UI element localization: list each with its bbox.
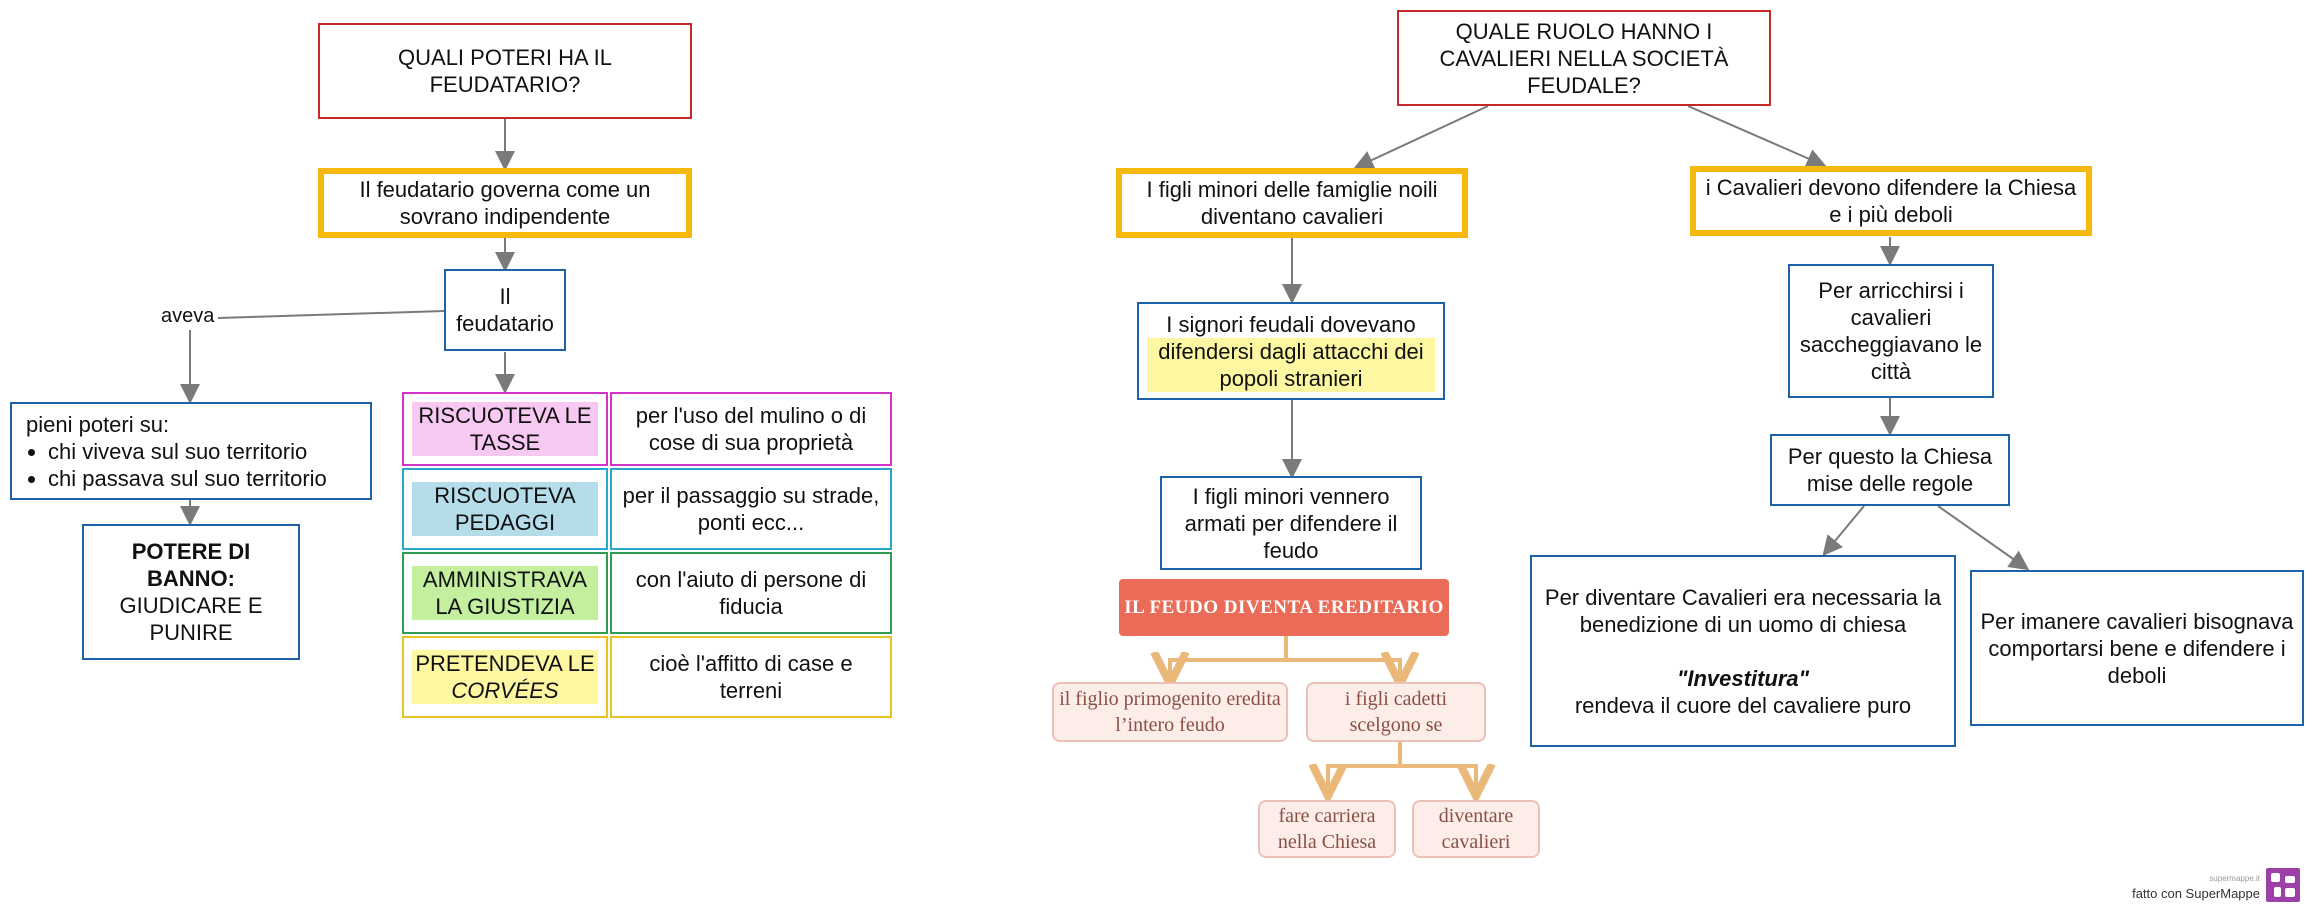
list-item: chi viveva sul suo territorio <box>48 438 327 465</box>
diventare-text: diventare cavalieri <box>1438 805 1514 853</box>
cavalieri-difendere-box: i Cavalieri devono difendere la Chiesa e… <box>1690 166 2092 236</box>
row-pedaggi-right: per il passaggio su strade, ponti ecc... <box>610 468 892 550</box>
tasse-label: RISCUOTEVA LE TASSE <box>412 402 598 456</box>
row-corvees-right: cioè l'affitto di case e terreni <box>610 636 892 718</box>
banno-text: GIUDICARE E PUNIRE <box>119 593 263 645</box>
carriera-chiesa-node: fare carriera nella Chiesa <box>1258 800 1396 858</box>
pieni-poteri-box: pieni poteri su: chi viveva sul suo terr… <box>10 402 372 500</box>
carriera-text: fare carriera nella Chiesa <box>1277 805 1377 853</box>
list-item: chi passava sul suo territorio <box>48 465 327 492</box>
row-corvees-left: PRETENDEVA LE CORVÉES <box>402 636 608 718</box>
question-cavalieri-box: QUALE RUOLO HANNO I CAVALIERI NELLA SOCI… <box>1397 10 1771 106</box>
connector <box>1937 505 2030 571</box>
figli-minori-box: I figli minori delle famiglie noili dive… <box>1116 168 1468 238</box>
cuore-text: rendeva il cuore del cavaliere puro <box>1574 692 1912 718</box>
regole-text: Per questo la Chiesa mise delle regole <box>1787 444 1993 496</box>
corvees-desc: cioè l'affitto di case e terreni <box>649 651 853 703</box>
row-giustizia-right: con l'aiuto di persone di fiducia <box>610 552 892 634</box>
primogenito-node: il figlio primogenito eredita l’intero f… <box>1052 682 1288 742</box>
figli-vennero-box: I figli minori vennero armati per difend… <box>1160 476 1422 570</box>
feudatario-governa-box: Il feudatario governa come un sovrano in… <box>318 168 692 238</box>
connector <box>1822 505 1865 557</box>
supermappe-logo-icon <box>2266 868 2300 902</box>
row-giustizia-left: AMMINISTRAVA LA GIUSTIZIA <box>402 552 608 634</box>
pieni-poteri-list: chi viveva sul suo territorio chi passav… <box>26 438 327 492</box>
giustizia-desc: con l'aiuto di persone di fiducia <box>635 567 867 619</box>
arricchirsi-box: Per arricchirsi i cavalieri saccheggiava… <box>1788 264 1994 398</box>
feudo-ereditario-banner: IL FEUDO DIVENTA EREDITARIO <box>1119 579 1449 636</box>
row-pedaggi-left: RISCUOTEVA PEDAGGI <box>402 468 608 550</box>
signori-text-b: difendersi dagli attacchi dei popoli str… <box>1147 337 1435 392</box>
regole-box: Per questo la Chiesa mise delle regole <box>1770 434 2010 506</box>
feudatario-text: Il feudatario <box>456 284 554 336</box>
tree-connector <box>1400 764 1476 792</box>
footer-site: supermappe.it <box>2209 874 2260 883</box>
tree-connector <box>1328 742 1402 792</box>
signori-text-a: I signori feudali dovevano <box>1166 311 1416 337</box>
aveva-label: aveva <box>158 305 218 328</box>
signori-feudali-box: I signori feudali dovevano difendersi da… <box>1137 302 1445 400</box>
row-tasse-right: per l'uso del mulino o di cose di sua pr… <box>610 392 892 466</box>
benedizione-box: Per diventare Cavalieri era necessaria l… <box>1530 555 1956 747</box>
pedaggi-label: RISCUOTEVA PEDAGGI <box>412 482 598 536</box>
cadetti-text: i figli cadetti scelgono se <box>1344 688 1448 736</box>
giustizia-label: AMMINISTRAVA LA GIUSTIZIA <box>412 566 598 620</box>
cadetti-node: i figli cadetti scelgono se <box>1306 682 1486 742</box>
difendere-text: i Cavalieri devono difendere la Chiesa e… <box>1705 175 2077 227</box>
governa-text: Il feudatario governa come un sovrano in… <box>359 177 651 229</box>
corvees-label: PRETENDEVA LE CORVÉES <box>412 650 598 704</box>
banno-title: POTERE DI BANNO: <box>131 539 251 591</box>
benedizione-text: Per diventare Cavalieri era necessaria l… <box>1544 584 1942 637</box>
tasse-desc: per l'uso del mulino o di cose di sua pr… <box>635 403 867 455</box>
supermappe-footer: supermappe.it fatto con SuperMappe <box>2132 868 2300 902</box>
potere-di-banno-box: POTERE DI BANNO: GIUDICARE E PUNIRE <box>82 524 300 660</box>
primogenito-text: il figlio primogenito eredita l’intero f… <box>1059 688 1281 736</box>
connector <box>1353 105 1489 170</box>
il-feudatario-box: Il feudatario <box>444 269 566 351</box>
vennero-text: I figli minori vennero armati per difend… <box>1184 483 1398 563</box>
pieni-poteri-title: pieni poteri su: <box>26 411 170 437</box>
question-text: QUALE RUOLO HANNO I CAVALIERI NELLA SOCI… <box>1439 18 1729 98</box>
arricchirsi-text: Per arricchirsi i cavalieri saccheggiava… <box>1799 278 1983 384</box>
investitura-text: "Investitura" <box>1676 665 1810 691</box>
pedaggi-desc: per il passaggio su strade, ponti ecc... <box>622 483 880 535</box>
question-feudatario-box: QUALI POTERI HA IL FEUDATARIO? <box>318 23 692 119</box>
imanere-box: Per imanere cavalieri bisognava comporta… <box>1970 570 2304 726</box>
figli-text: I figli minori delle famiglie noili dive… <box>1146 177 1438 229</box>
footer-credit: fatto con SuperMappe <box>2132 886 2260 901</box>
imanere-text: Per imanere cavalieri bisognava comporta… <box>1980 608 2294 688</box>
tree-connector <box>1170 636 1288 680</box>
connector <box>217 310 445 319</box>
row-tasse-left: RISCUOTEVA LE TASSE <box>402 392 608 466</box>
tree-connector <box>1286 660 1400 680</box>
diventare-cavalieri-node: diventare cavalieri <box>1412 800 1540 858</box>
corvees-label-a: PRETENDEVA LE <box>415 651 595 676</box>
corvees-label-b: CORVÉES <box>451 678 559 703</box>
question-text: QUALI POTERI HA IL FEUDATARIO? <box>398 45 612 97</box>
connector <box>1687 105 1827 168</box>
banner-text: IL FEUDO DIVENTA EREDITARIO <box>1124 597 1444 618</box>
